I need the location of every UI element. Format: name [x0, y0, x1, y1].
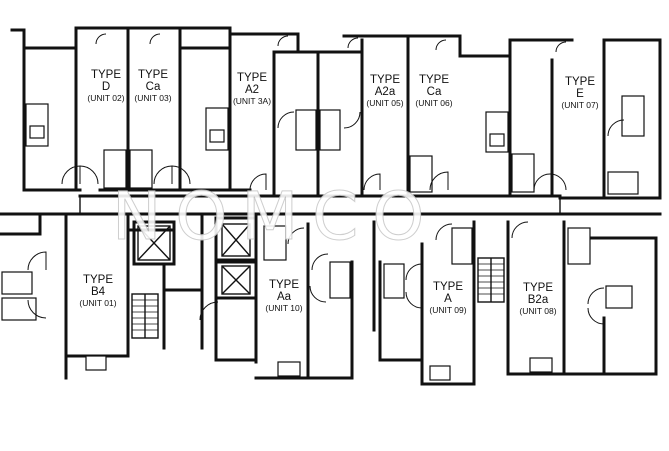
unit-number: (UNIT 10)	[265, 303, 303, 314]
unit-type-heading: TYPE	[564, 76, 596, 88]
unit-type-code: E	[576, 87, 584, 100]
unit-type-code: A2a	[374, 85, 396, 98]
unit-type-heading: TYPE	[432, 281, 464, 293]
unit-label-08: TYPE B2a (UNIT 08)	[519, 282, 557, 317]
unit-number: (UNIT 02)	[87, 93, 125, 104]
unit-type-heading: TYPE	[82, 274, 114, 286]
unit-type-code: B2a	[527, 293, 549, 306]
unit-type-heading: TYPE	[369, 74, 401, 86]
unit-number: (UNIT 03)	[134, 93, 172, 104]
unit-type-heading: TYPE	[522, 282, 554, 294]
unit-type-heading: TYPE	[90, 69, 122, 81]
unit-label-06: TYPE Ca (UNIT 06)	[415, 74, 453, 109]
unit-number: (UNIT 09)	[429, 305, 467, 316]
stairs	[131, 257, 505, 339]
unit-label-07: TYPE E (UNIT 07)	[561, 76, 599, 111]
unit-type-code: Aa	[276, 290, 292, 303]
unit-label-10: TYPE Aa (UNIT 10)	[265, 279, 303, 314]
unit-label-05: TYPE A2a (UNIT 05)	[366, 74, 404, 109]
unit-label-02: TYPE D (UNIT 02)	[87, 69, 125, 104]
unit-number: (UNIT 06)	[415, 98, 453, 109]
door-swings	[27, 33, 625, 325]
unit-type-code: A	[444, 292, 452, 305]
unit-number: (UNIT 08)	[519, 306, 557, 317]
corridor	[0, 194, 662, 216]
unit-type-code: D	[101, 80, 111, 93]
unit-type-code: B4	[90, 285, 106, 298]
unit-type-heading: TYPE	[137, 69, 169, 81]
top-row-walls	[10, 26, 662, 200]
unit-number: (UNIT 01)	[79, 298, 117, 309]
unit-label-09: TYPE A (UNIT 09)	[429, 281, 467, 316]
unit-label-01: TYPE B4 (UNIT 01)	[79, 274, 117, 309]
interior-fixtures	[1, 95, 645, 381]
unit-number: (UNIT 07)	[561, 100, 599, 111]
unit-type-heading: TYPE	[268, 279, 300, 291]
unit-number: (UNIT 05)	[366, 98, 404, 109]
unit-type-code: Ca	[426, 85, 442, 98]
unit-label-03: TYPE Ca (UNIT 03)	[134, 69, 172, 104]
unit-number: (UNIT 3A)	[232, 96, 272, 107]
unit-type-code: Ca	[145, 80, 161, 93]
unit-type-heading: TYPE	[418, 74, 450, 86]
unit-label-3a: TYPE A2 (UNIT 3A)	[232, 72, 272, 107]
lift-cores	[137, 223, 251, 295]
unit-type-code: A2	[244, 83, 260, 96]
unit-type-heading: TYPE	[236, 72, 268, 84]
